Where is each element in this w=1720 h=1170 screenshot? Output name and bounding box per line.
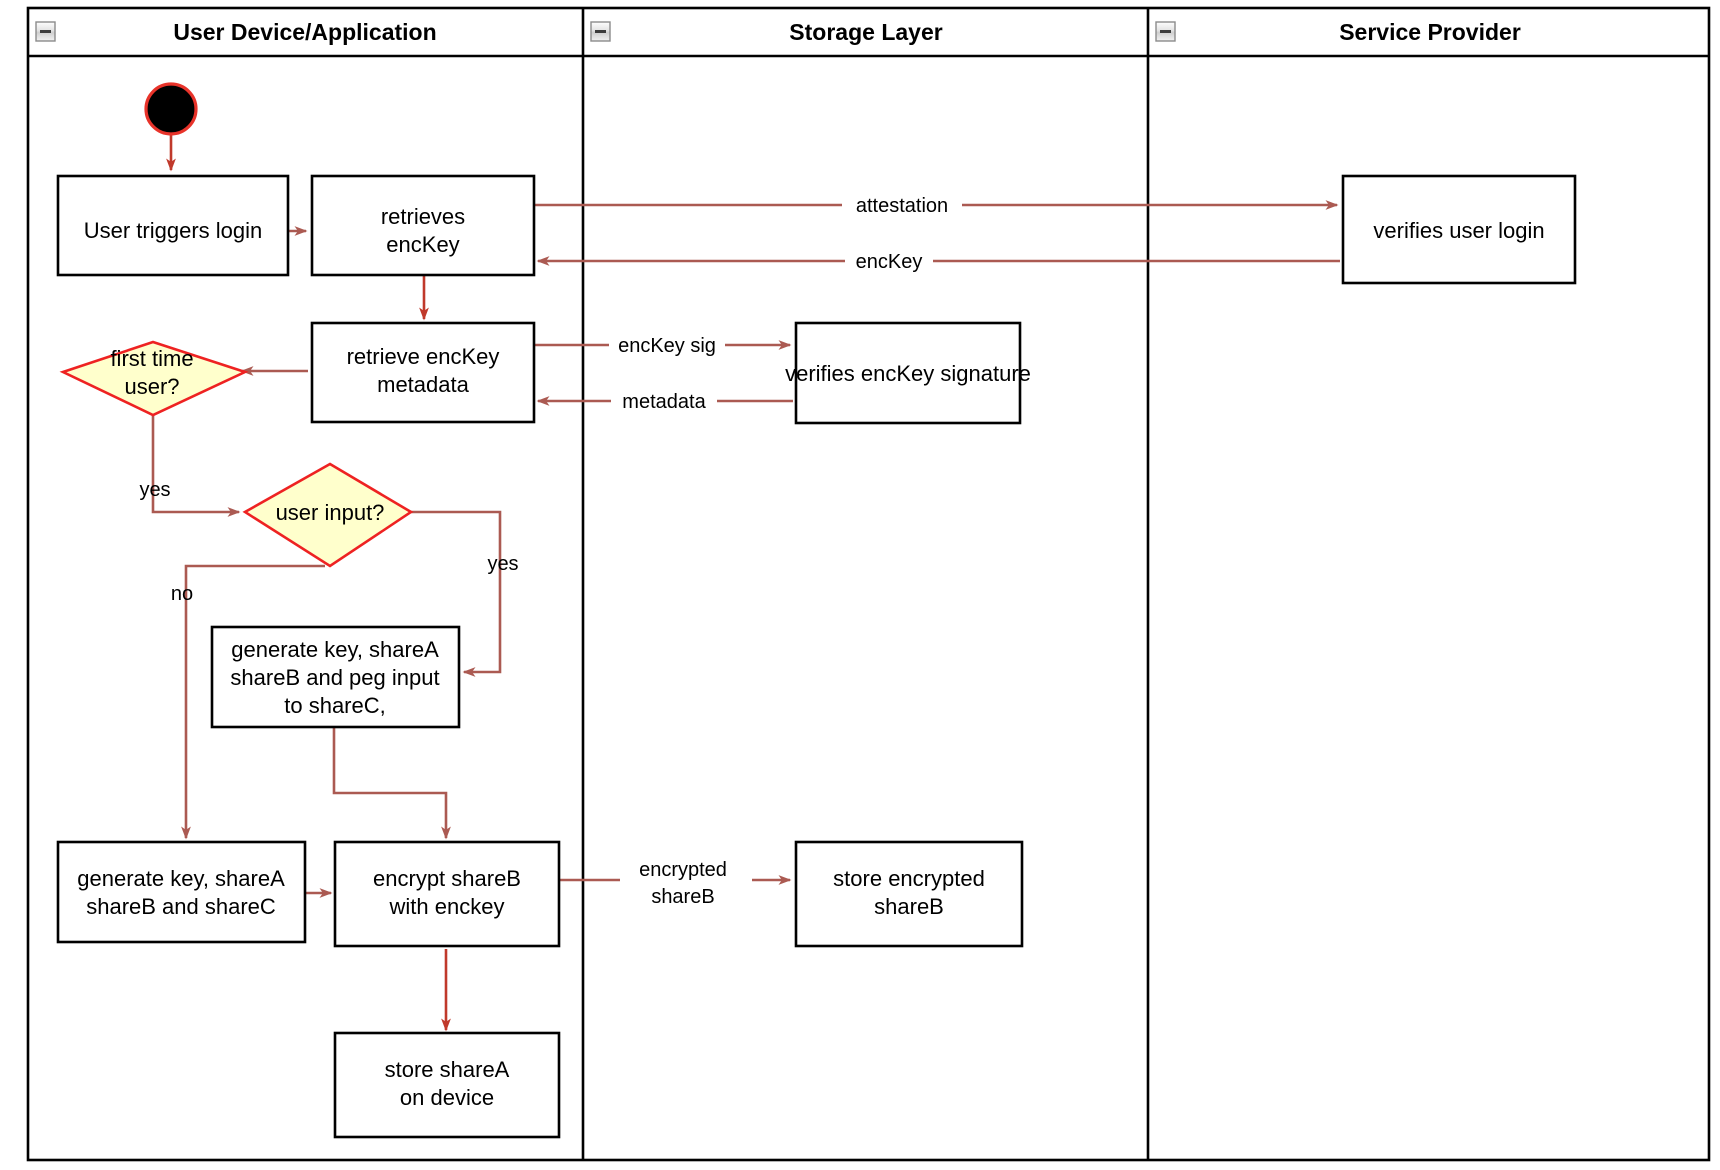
edge-label-text: yes: [487, 553, 518, 575]
node-first-time-user-decision[interactable]: first time user?: [59, 340, 249, 417]
node-retrieve-enckey-metadata[interactable]: retrieve encKey metadata: [310, 321, 536, 424]
node-label-line1: generate key, shareA: [77, 866, 285, 891]
edge-label-metadata: metadata: [611, 388, 717, 414]
node-label-line2: user?: [124, 374, 179, 399]
edge-label-text: no: [171, 583, 193, 605]
node-generate-shares[interactable]: generate key, shareA shareB and shareC: [56, 840, 307, 944]
edge-label-enckey: encKey: [845, 248, 933, 274]
lane-title-service-provider: Service Provider: [1339, 19, 1521, 45]
minus-box-icon-service-provider[interactable]: [1155, 21, 1176, 42]
edge-label-text-line2: shareB: [651, 886, 714, 908]
node-verifies-enckey-signature[interactable]: verifies encKey signature: [785, 321, 1031, 425]
node-store-encrypted-shareb[interactable]: store encrypted shareB: [794, 840, 1024, 948]
node-verifies-user-login[interactable]: verifies user login: [1341, 174, 1577, 285]
edge-label-yes-first: yes: [139, 479, 170, 501]
lane-header-storage-layer: Storage Layer: [789, 19, 942, 45]
edge-label-text: encKey sig: [618, 335, 716, 357]
lane-title-storage-layer: Storage Layer: [789, 19, 942, 45]
edge-label-text: yes: [139, 479, 170, 501]
node-label-line1: first time: [110, 346, 193, 371]
node-user-triggers-login[interactable]: User triggers login: [56, 174, 290, 277]
edge-yes-to-generate-peg: [408, 510, 502, 677]
lane-header-service-provider: Service Provider: [1339, 19, 1521, 45]
edge-label-attestation: attestation: [842, 192, 962, 218]
minus-box-icon-user-device[interactable]: [35, 21, 56, 42]
node-label-line2: shareB and peg input: [230, 665, 439, 690]
node-label-line2: shareB and shareC: [86, 894, 276, 919]
edge-label-encrypted-shareb: encrypted shareB: [620, 855, 752, 908]
node-label-line2: shareB: [874, 894, 944, 919]
node-label: User triggers login: [84, 218, 263, 243]
node-label-line1: retrieve encKey: [347, 344, 500, 369]
node-label-line1: generate key, shareA: [231, 637, 439, 662]
edge-label-text-line1: encrypted: [639, 859, 727, 881]
lane-title-user-device: User Device/Application: [173, 19, 436, 45]
node-label-line2: encKey: [386, 232, 459, 257]
node-encrypt-shareb[interactable]: encrypt shareB with enckey: [333, 840, 561, 948]
lane-header-user-device: User Device/Application: [173, 19, 436, 45]
node-label: verifies encKey signature: [785, 361, 1031, 386]
node-label: verifies user login: [1373, 218, 1544, 243]
node-label-line1: retrieves: [381, 204, 465, 229]
node-generate-peg[interactable]: generate key, shareA shareB and peg inpu…: [210, 625, 461, 729]
node-label-line1: encrypt shareB: [373, 866, 521, 891]
node-store-sharea[interactable]: store shareA on device: [333, 1031, 561, 1139]
node-user-input-decision[interactable]: user input?: [242, 462, 414, 568]
node-label-line1: store shareA: [385, 1057, 510, 1082]
node-label-line2: metadata: [377, 372, 469, 397]
edge-yes-to-userinput: [151, 415, 241, 517]
edge-no-to-generate-shares: [181, 564, 325, 840]
node-label-line2: on device: [400, 1085, 494, 1110]
edge-label-yes-input: yes: [487, 553, 518, 575]
edge-peg-to-encrypt: [332, 727, 451, 840]
edge-label-text: metadata: [622, 391, 706, 413]
node-label-line3: to shareC,: [284, 693, 386, 718]
initial-node: [144, 82, 198, 136]
swimlane-frame: [26, 6, 1711, 1162]
node-label-line1: store encrypted: [833, 866, 985, 891]
node-retrieves-enckey[interactable]: retrieves encKey: [310, 174, 536, 277]
node-label-line2: with enckey: [389, 894, 505, 919]
edge-label-text: encKey: [856, 251, 923, 273]
edge-label-text: attestation: [856, 195, 948, 217]
minus-box-icon-storage-layer[interactable]: [590, 21, 611, 42]
node-label: user input?: [276, 500, 385, 525]
edge-label-enckey-sig: encKey sig: [609, 332, 725, 358]
edge-label-no-input: no: [171, 583, 193, 605]
